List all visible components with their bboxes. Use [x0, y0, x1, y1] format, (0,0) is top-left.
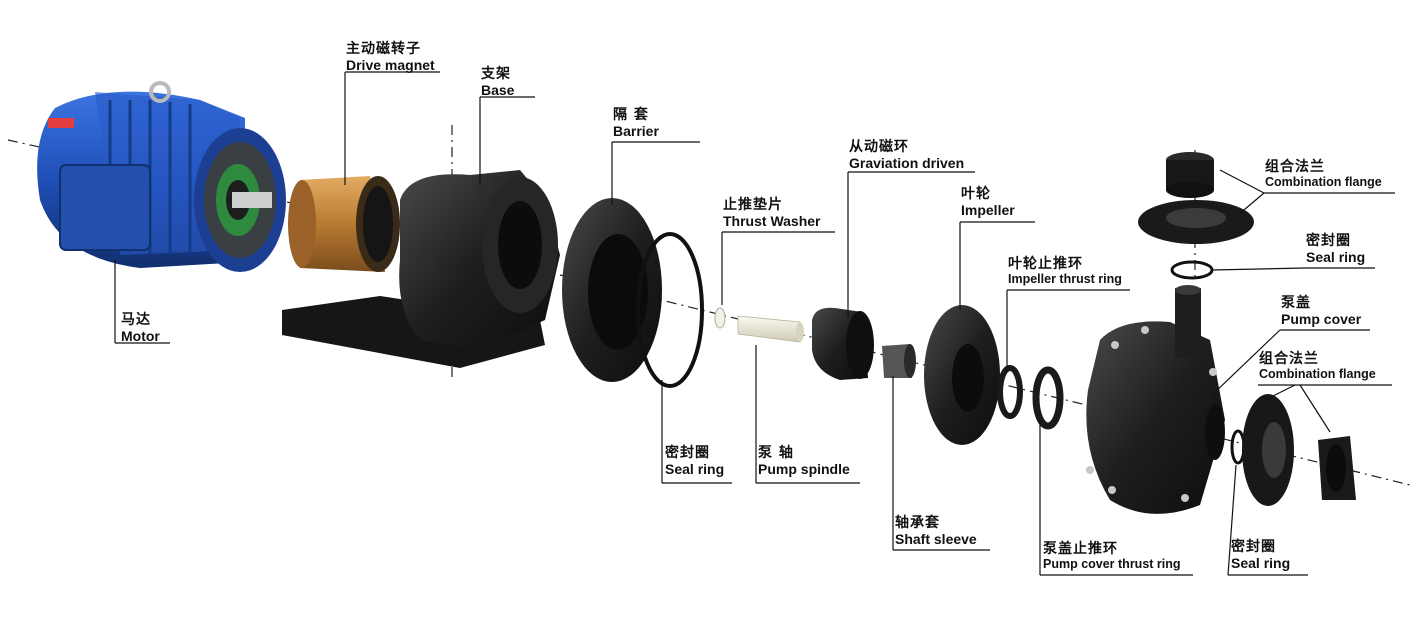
driven-magnet-graphic [812, 307, 874, 380]
label-seal-ring-barrier-zh: 密封圈 [665, 445, 710, 461]
label-seal-ring-barrier-en: Seal ring [665, 461, 725, 477]
impeller-graphic [924, 305, 1064, 445]
label-impeller-thrust-ring-zh: 叶轮止推环 [1008, 256, 1083, 272]
label-combination-flange-right: 组合法兰 Combination flange [1259, 352, 1376, 381]
label-base-en: Base [481, 82, 515, 98]
label-seal-ring-bottom-en: Seal ring [1231, 555, 1291, 571]
label-seal-ring-bottom-zh: 密封圈 [1231, 539, 1276, 555]
label-pump-cover-thrust-ring-en: Pump cover thrust ring [1043, 557, 1181, 571]
label-impeller-thrust-ring: 叶轮止推环 Impeller thrust ring [1008, 257, 1122, 286]
label-motor: 马达 Motor [121, 313, 160, 343]
pump-cover-graphic [1086, 285, 1246, 514]
label-seal-ring-top-en: Seal ring [1306, 249, 1366, 265]
label-seal-ring-top-zh: 密封圈 [1306, 233, 1351, 249]
label-seal-ring-bottom: 密封圈 Seal ring [1231, 540, 1290, 570]
label-pump-cover-thrust-ring: 泵盖止推环 Pump cover thrust ring [1043, 542, 1181, 571]
label-motor-en: Motor [121, 328, 160, 344]
label-base-zh: 支架 [481, 66, 511, 82]
label-pump-cover: 泵盖 Pump cover [1281, 296, 1361, 326]
leader-lines [114, 71, 1395, 576]
label-pump-spindle-zh: 泵 轴 [758, 445, 794, 461]
label-combination-flange-top-zh: 组合法兰 [1265, 159, 1325, 175]
drive-magnet-graphic [288, 176, 400, 272]
label-pump-spindle-en: Pump spindle [758, 461, 850, 477]
label-pump-cover-thrust-ring-zh: 泵盖止推环 [1043, 541, 1118, 557]
label-pump-cover-zh: 泵盖 [1281, 295, 1311, 311]
spindle-graphic [714, 307, 804, 343]
top-flange-graphic [1138, 152, 1254, 280]
label-motor-zh: 马达 [121, 312, 151, 328]
label-graviation-driven: 从动磁环 Graviation driven [849, 140, 964, 170]
label-impeller: 叶轮 Impeller [961, 187, 1015, 217]
label-seal-ring-barrier: 密封圈 Seal ring [665, 446, 724, 476]
label-seal-ring-top: 密封圈 Seal ring [1306, 234, 1365, 264]
label-impeller-thrust-ring-en: Impeller thrust ring [1008, 272, 1122, 286]
motor-graphic [37, 81, 286, 272]
label-impeller-zh: 叶轮 [961, 186, 991, 202]
label-combination-flange-right-en: Combination flange [1259, 367, 1376, 381]
label-combination-flange-top-en: Combination flange [1265, 175, 1382, 189]
label-thrust-washer-zh: 止推垫片 [723, 197, 783, 213]
label-thrust-washer: 止推垫片 Thrust Washer [723, 198, 821, 228]
label-shaft-sleeve: 轴承套 Shaft sleeve [895, 516, 977, 546]
label-base: 支架 Base [481, 67, 514, 97]
label-graviation-driven-zh: 从动磁环 [849, 139, 909, 155]
label-combination-flange-top: 组合法兰 Combination flange [1265, 160, 1382, 189]
label-thrust-washer-en: Thrust Washer [723, 213, 821, 229]
shaft-sleeve-graphic [882, 344, 916, 378]
label-pump-cover-en: Pump cover [1281, 311, 1362, 327]
label-impeller-en: Impeller [961, 202, 1015, 218]
label-drive-magnet-en: Drive magnet [346, 57, 435, 73]
base-graphic [282, 170, 560, 368]
label-drive-magnet: 主动磁转子 Drive magnet [346, 42, 435, 72]
label-combination-flange-right-zh: 组合法兰 [1259, 351, 1319, 367]
label-graviation-driven-en: Graviation driven [849, 155, 965, 171]
right-flange-graphic [1242, 394, 1356, 506]
barrier-graphic [562, 198, 704, 388]
label-pump-spindle: 泵 轴 Pump spindle [758, 446, 850, 476]
label-barrier-en: Barrier [613, 123, 659, 139]
label-shaft-sleeve-zh: 轴承套 [895, 515, 940, 531]
label-drive-magnet-zh: 主动磁转子 [346, 41, 421, 57]
label-barrier-zh: 隔 套 [613, 107, 649, 123]
label-shaft-sleeve-en: Shaft sleeve [895, 531, 977, 547]
label-barrier: 隔 套 Barrier [613, 108, 659, 138]
